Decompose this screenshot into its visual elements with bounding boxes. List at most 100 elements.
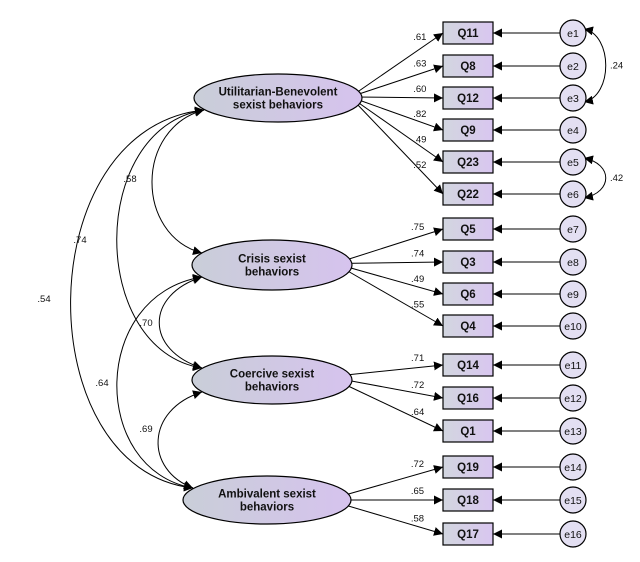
factor-label-f4-line-1: Ambivalent sexist — [218, 489, 316, 501]
loading-value-q1: .64 — [411, 407, 424, 418]
factor-label-f3-line-1: Coercive sexist — [230, 369, 315, 381]
item-label-q9: Q9 — [460, 125, 475, 137]
item-box-q11 — [442, 21, 494, 45]
loading-path-q16 — [345, 379, 444, 401]
item-label-q11: Q11 — [457, 28, 479, 40]
item-label-q22: Q22 — [457, 189, 479, 201]
error-label-e12: e12 — [564, 393, 582, 405]
loading-path-q9 — [355, 98, 444, 132]
error-label-e9: e9 — [567, 289, 579, 301]
error-label-e14: e14 — [564, 462, 582, 474]
item-label-q23: Q23 — [457, 157, 479, 169]
item-box-q6 — [442, 282, 494, 306]
item-box-q22 — [442, 182, 494, 206]
loading-value-q11: .61 — [413, 32, 426, 43]
item-label-q8: Q8 — [460, 61, 476, 73]
item-box-q16 — [442, 386, 494, 410]
error-label-e5: e5 — [567, 157, 579, 169]
loading-path-q3 — [345, 257, 444, 267]
error-label-e8: e8 — [567, 257, 579, 269]
node-layer — [182, 19, 587, 548]
error-label-e6: e6 — [567, 189, 579, 201]
loading-path-q22 — [355, 102, 444, 195]
error-circle-e11 — [559, 351, 587, 379]
loading-path-q17 — [344, 504, 444, 536]
item-label-q6: Q6 — [460, 289, 475, 301]
factor-label-f2-line-1: Crisis sexist — [238, 254, 306, 266]
factor-correlation-value-f2-f4: .64 — [95, 378, 108, 389]
item-label-q4: Q4 — [460, 321, 476, 333]
error-circle-e1 — [559, 19, 587, 47]
item-label-q1: Q1 — [460, 426, 476, 438]
item-box-q9 — [442, 118, 494, 142]
loading-path-q1 — [345, 384, 444, 432]
factor-correlation-value-f1-f4: .54 — [37, 294, 50, 305]
loading-path-q8 — [355, 64, 444, 96]
loading-path-q23 — [355, 100, 444, 163]
error-circle-e14 — [559, 453, 587, 481]
error-label-e3: e3 — [567, 93, 579, 105]
item-label-q16: Q16 — [457, 393, 479, 405]
error-label-e16: e16 — [564, 529, 582, 541]
item-box-q5 — [442, 217, 494, 241]
loading-value-q14: .71 — [411, 353, 424, 364]
loading-value-q5: .75 — [411, 222, 424, 233]
factor-ellipse-f4 — [182, 475, 352, 525]
item-box-q19 — [442, 455, 494, 479]
item-box-q8 — [442, 54, 494, 78]
item-label-q3: Q3 — [460, 257, 475, 269]
loading-value-q18: .65 — [411, 486, 424, 497]
loading-path-q4 — [345, 269, 444, 327]
factor-correlation-value-f1-f3: .74 — [73, 235, 86, 246]
error-label-e11: e11 — [565, 360, 582, 372]
factor-label-f4-line-2: behaviors — [240, 502, 294, 514]
factor-correlation-value-f2-f3: .70 — [139, 318, 152, 329]
error-circle-e4 — [559, 116, 587, 144]
label-layer: .61.63.60.82.49.52.75.74.49.55.71.72.64.… — [37, 28, 623, 541]
factor-correlation-value-f3-f4: .69 — [139, 424, 152, 435]
error-circle-e8 — [559, 248, 587, 276]
loading-value-q4: .55 — [411, 300, 424, 311]
factor-ellipse-f2 — [191, 239, 353, 291]
error-circle-e3 — [559, 84, 587, 112]
item-box-q18 — [442, 488, 494, 512]
item-box-q17 — [442, 522, 494, 546]
factor-correlation-f1-f2 — [151, 107, 205, 255]
loading-path-q19 — [344, 465, 444, 496]
factor-label-f1-line-1: Utilitarian-Benevolent — [219, 87, 338, 99]
loading-value-q19: .72 — [411, 459, 424, 470]
factor-label-f3-line-2: behaviors — [245, 382, 299, 394]
loading-value-q6: .49 — [411, 274, 424, 285]
error-circle-e5 — [559, 148, 587, 176]
loading-path-q12 — [355, 93, 444, 103]
item-box-q12 — [442, 86, 494, 110]
error-circle-e9 — [559, 280, 587, 308]
factor-ellipse-f1 — [193, 73, 363, 123]
error-circle-e12 — [559, 384, 587, 412]
item-box-q23 — [442, 150, 494, 174]
loading-value-q17: .58 — [411, 514, 424, 525]
error-circle-e16 — [559, 520, 587, 548]
item-label-q19: Q19 — [457, 462, 479, 474]
item-box-q1 — [442, 419, 494, 443]
factor-correlation-f1-f3 — [116, 106, 205, 372]
factor-correlation-f1-f4 — [70, 106, 205, 492]
item-label-q12: Q12 — [457, 93, 479, 105]
loading-value-q12: .60 — [413, 84, 426, 95]
loading-path-q5 — [345, 227, 444, 261]
item-box-q14 — [442, 353, 494, 377]
item-box-q3 — [442, 250, 494, 274]
error-label-e2: e2 — [567, 61, 579, 73]
loading-value-q8: .63 — [413, 58, 426, 69]
error-circle-e13 — [559, 417, 587, 445]
error-label-e1: e1 — [567, 28, 579, 40]
loading-value-q22: .52 — [413, 160, 426, 171]
factor-correlation-value-f1-f2: .58 — [123, 174, 136, 185]
error-circle-e15 — [559, 486, 587, 514]
factor-correlation-f3-f4 — [157, 390, 203, 490]
error-label-e4: e4 — [567, 125, 579, 137]
error-covariance-e1-e3 — [583, 26, 607, 105]
error-circle-e10 — [559, 312, 587, 340]
